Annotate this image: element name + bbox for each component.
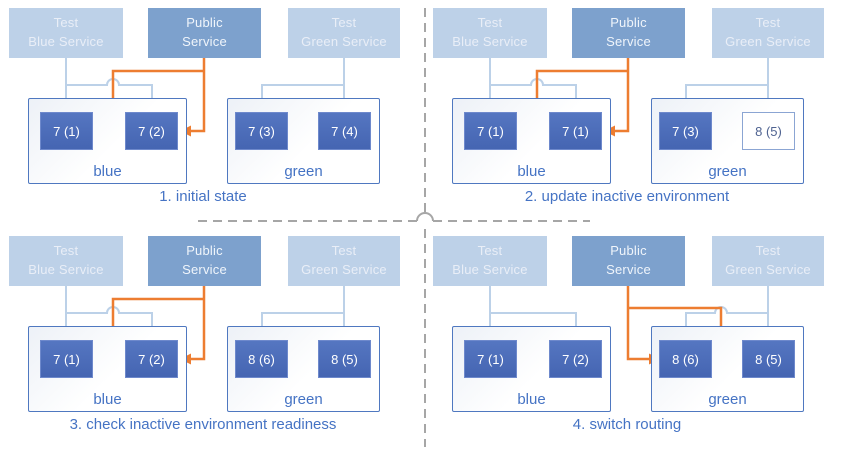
public-route-line — [191, 286, 206, 361]
service-label: Blue Service — [28, 34, 104, 49]
service-label: Test — [477, 15, 503, 31]
service-label: Green Service — [725, 34, 811, 49]
service-label: Test — [53, 15, 79, 31]
pod: 7 (4) — [318, 112, 371, 150]
pod: 7 (1) — [549, 112, 602, 150]
pod: 7 (1) — [40, 112, 93, 150]
pod: 7 (1) — [40, 340, 93, 378]
panel-initial-state: Test Blue Service Public Service Test Gr… — [0, 0, 424, 228]
service-label: Test — [755, 243, 781, 259]
service-label: Test — [755, 15, 781, 31]
service-test-blue: Test Blue Service — [9, 8, 123, 58]
pod-creating: 8 (5) — [742, 112, 795, 150]
service-label: Service — [182, 262, 227, 277]
service-label: Service — [606, 34, 651, 49]
environment-label: blue — [93, 163, 122, 180]
service-test-blue: Test Blue Service — [433, 236, 547, 286]
environment-label: blue — [93, 391, 122, 408]
pod: 7 (1) — [464, 112, 517, 150]
public-route-line — [191, 58, 206, 133]
pod: 8 (6) — [235, 340, 288, 378]
service-label: Green Service — [301, 34, 387, 49]
service-test-blue: Test Blue Service — [433, 8, 547, 58]
environment-label: green — [284, 391, 323, 408]
service-label: Test — [477, 243, 503, 259]
service-label: Test — [53, 243, 79, 259]
panel-switch-routing: Test Blue Service Public Service Test Gr… — [424, 228, 848, 456]
public-route-line — [615, 58, 630, 133]
panel-check-inactive-environment-readiness: Test Blue Service Public Service Test Gr… — [0, 228, 424, 456]
pod: 7 (3) — [659, 112, 712, 150]
service-label: Public — [186, 243, 223, 259]
environment-label: green — [284, 163, 323, 180]
environment-label: blue — [517, 163, 546, 180]
public-route-line — [626, 286, 649, 361]
pod: 8 (6) — [659, 340, 712, 378]
panel-caption: 1. initial state — [159, 188, 247, 205]
service-public: Public Service — [148, 8, 261, 58]
service-test-green: Test Green Service — [288, 8, 400, 58]
service-test-green: Test Green Service — [288, 236, 400, 286]
panel-caption: 2. update inactive environment — [524, 188, 730, 205]
pod: 7 (2) — [125, 112, 178, 150]
service-label: Public — [186, 15, 223, 31]
service-label: Public — [610, 15, 647, 31]
panel-caption: 4. switch routing — [572, 416, 682, 433]
pod: 7 (1) — [464, 340, 517, 378]
environment-label: green — [708, 163, 747, 180]
environment-label: green — [708, 391, 747, 408]
service-label: Test — [331, 243, 357, 259]
pod: 7 (2) — [549, 340, 602, 378]
service-label: Blue Service — [452, 262, 528, 277]
service-label: Service — [182, 34, 227, 49]
service-label: Public — [610, 243, 647, 259]
service-public: Public Service — [572, 236, 685, 286]
service-label: Blue Service — [28, 262, 104, 277]
environment-label: blue — [517, 391, 546, 408]
service-label: Service — [606, 262, 651, 277]
service-label: Blue Service — [452, 34, 528, 49]
service-label: Green Service — [725, 262, 811, 277]
service-public: Public Service — [572, 8, 685, 58]
service-public: Public Service — [148, 236, 261, 286]
pod: 8 (5) — [742, 340, 795, 378]
service-test-blue: Test Blue Service — [9, 236, 123, 286]
panel-caption: 3. check inactive environment readiness — [69, 416, 337, 433]
pod: 8 (5) — [318, 340, 371, 378]
service-test-green: Test Green Service — [712, 236, 824, 286]
service-label: Green Service — [301, 262, 387, 277]
service-test-green: Test Green Service — [712, 8, 824, 58]
pod: 7 (3) — [235, 112, 288, 150]
pod: 7 (2) — [125, 340, 178, 378]
panel-update-inactive-environment: Test Blue Service Public Service Test Gr… — [424, 0, 848, 228]
service-label: Test — [331, 15, 357, 31]
